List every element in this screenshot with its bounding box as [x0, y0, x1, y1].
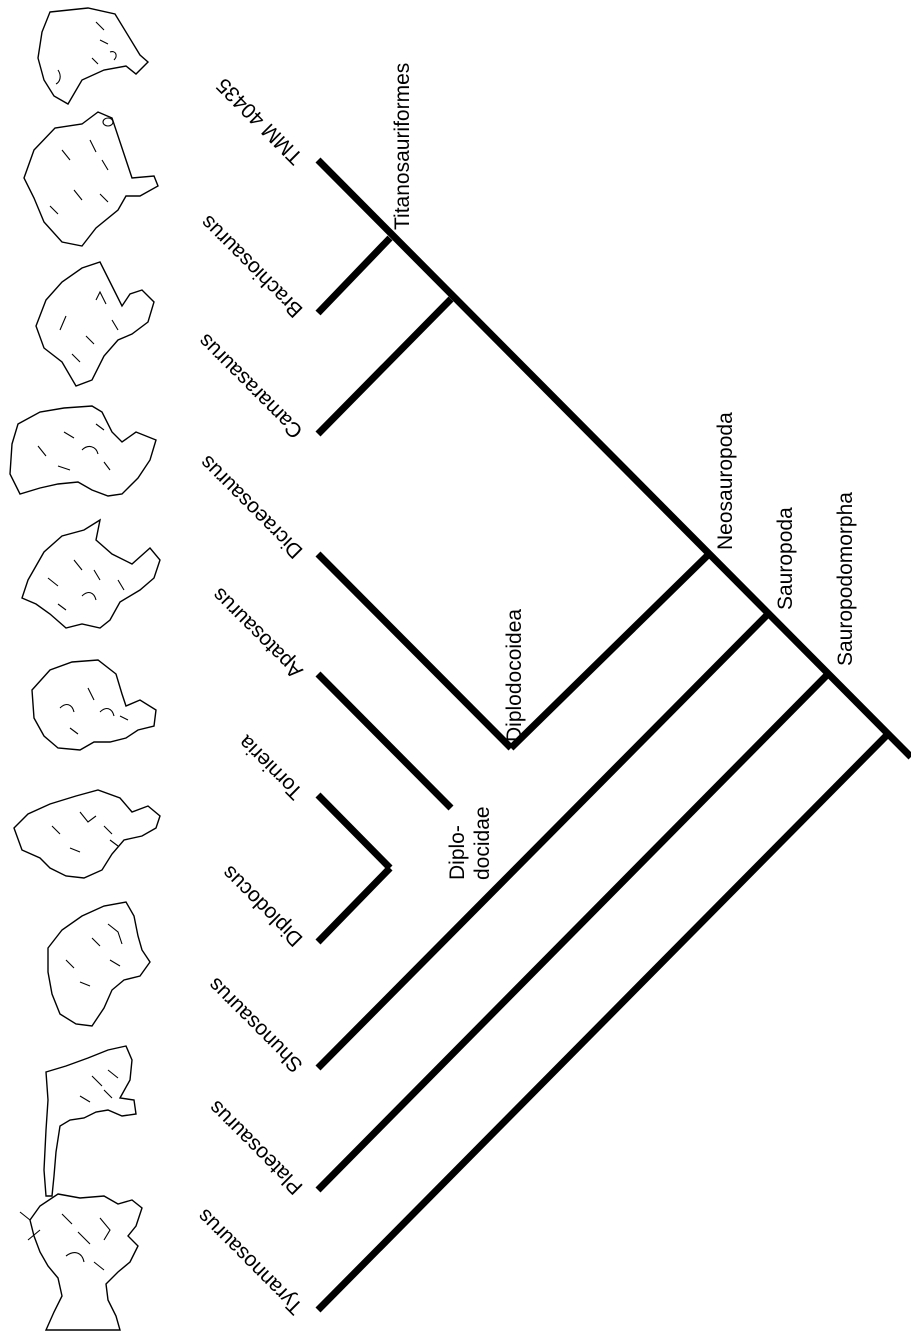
spine-branch — [315, 157, 911, 760]
taxon-label-tornieria: Tornieria — [234, 730, 307, 803]
braincase-drawing-tyrannosaurus — [19, 1193, 143, 1331]
taxon-label-apatosaurus: Apatosaurus — [208, 583, 308, 683]
clade-label-diplodocidae-line2: docidae — [471, 806, 494, 880]
clade-labels: Titanosauriformes Neosauropoda Sauropoda… — [391, 63, 857, 880]
braincase-drawing-camarasaurus — [35, 261, 155, 387]
clade-label-titanosauriformes: Titanosauriformes — [391, 63, 414, 230]
branch-diplodocus — [315, 865, 393, 945]
branch-tyrannosaurus — [315, 731, 891, 1313]
taxon-label-tyrannosaurus: Tyrannosaurus — [193, 1204, 307, 1318]
taxon-label-plateosaurus: Plateosaurus — [205, 1096, 308, 1199]
taxon-label-dicraeosaurus: Dicraeosaurus — [195, 451, 307, 563]
taxon-label-diplodocus: Diplodocus — [218, 861, 308, 951]
taxon-label-brachiosaurus: Brachiosaurus — [196, 211, 307, 322]
branch-brachiosaurus — [315, 235, 393, 316]
braincase-drawing-diplodocus — [13, 789, 161, 879]
taxon-label-shunosaurus: Shunosaurus — [204, 973, 308, 1077]
braincase-drawing-tmm-40435 — [37, 7, 150, 105]
branch-shunosaurus — [315, 611, 771, 1071]
taxon-label-camarasaurus: Camarasaurus — [194, 329, 308, 443]
tree-branches — [315, 157, 911, 1313]
clade-label-diplodocoidea: Diplodocoidea — [503, 609, 526, 742]
braincase-drawing-tornieria — [31, 659, 157, 751]
clade-label-diplodocidae-line1: Diplo- — [446, 825, 469, 880]
braincase-drawing-apatosaurus — [21, 518, 161, 629]
stem-diplodocoidea — [508, 552, 711, 751]
braincase-drawing-shunosaurus — [47, 901, 151, 1027]
branch-diplodocoidea — [315, 551, 514, 751]
clade-label-sauropoda: Sauropoda — [774, 507, 797, 610]
branch-camarasaurus — [315, 296, 454, 437]
clade-label-sauropodomorpha: Sauropodomorpha — [834, 492, 857, 666]
taxon-label-tmm-40435: TMM 40435 — [212, 73, 307, 168]
braincase-drawing-plateosaurus — [43, 1045, 137, 1197]
braincase-drawing-dicraeosaurus — [9, 405, 157, 497]
taxon-labels: TMM 40435 Brachiosaurus Camarasaurus Dic… — [193, 73, 307, 1318]
branch-tornieria — [315, 792, 393, 871]
clade-label-neosauropoda: Neosauropoda — [714, 412, 737, 550]
branch-apatosaurus — [315, 671, 454, 811]
braincase-drawings — [9, 7, 161, 1331]
branch-plateosaurus — [315, 671, 831, 1193]
braincase-drawing-brachiosaurus — [23, 111, 159, 247]
